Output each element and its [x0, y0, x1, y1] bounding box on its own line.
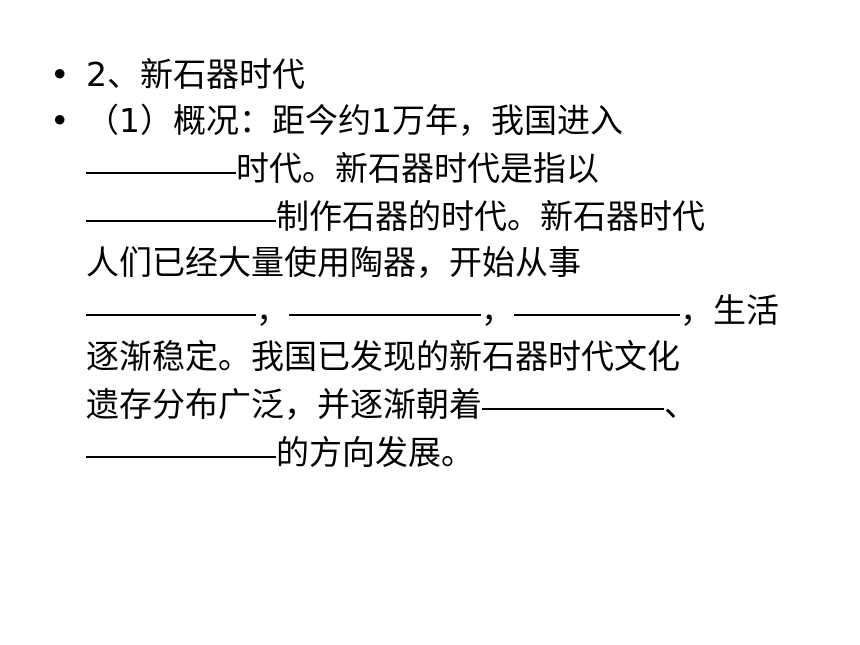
bullet-item-heading: • 2、新石器时代 [50, 52, 830, 98]
fill-blank-2[interactable] [86, 186, 276, 222]
text-line-3: 制作石器的时代。新石器时代 [86, 192, 830, 240]
text-segment: 时代。新石器时代是指以 [236, 149, 599, 188]
text-line-1: （1）概况：距今约1万年，我国进入 [86, 98, 830, 144]
fill-blank-6[interactable] [482, 374, 664, 410]
text-segment: ， [481, 291, 514, 330]
section-heading: 2、新石器时代 [86, 55, 305, 94]
text-segment: 遗存分布广泛，并逐渐朝着 [86, 385, 482, 424]
text-segment: 制作石器的时代。新石器时代 [276, 197, 705, 236]
text-segment: ，生活 [680, 291, 779, 330]
fill-blank-7[interactable] [86, 422, 276, 458]
text-line-4: 人们已经大量使用陶器，开始从事 [86, 240, 830, 286]
bullet-list: • 2、新石器时代 • （1）概况：距今约1万年，我国进入 时代。新石器时代是指… [50, 52, 830, 476]
bullet-item-overview: • （1）概况：距今约1万年，我国进入 时代。新石器时代是指以 制作石器的时代。… [50, 98, 830, 476]
text-segment: （1）概况：距今约1万年，我国进入 [86, 101, 623, 140]
text-segment: 、 [664, 385, 697, 424]
text-segment: ， [256, 291, 289, 330]
text-segment: 的方向发展。 [276, 433, 474, 472]
text-segment: 逐渐稳定。我国已发现的新石器时代文化 [86, 337, 680, 376]
fill-blank-4[interactable] [289, 280, 481, 316]
fill-blank-3[interactable] [86, 280, 256, 316]
text-line-8: 的方向发展。 [86, 428, 830, 476]
text-line-7: 遗存分布广泛，并逐渐朝着 、 [86, 380, 830, 428]
bullet-dot: • [50, 55, 70, 94]
text-line-5: ， ， ，生活 [86, 286, 830, 334]
text-line-2: 时代。新石器时代是指以 [86, 144, 830, 192]
text-segment: 人们已经大量使用陶器，开始从事 [86, 243, 581, 282]
fill-blank-1[interactable] [86, 138, 236, 174]
fill-blank-5[interactable] [514, 280, 680, 316]
bullet-dot: • [50, 101, 70, 140]
text-line-6: 逐渐稳定。我国已发现的新石器时代文化 [86, 334, 830, 380]
